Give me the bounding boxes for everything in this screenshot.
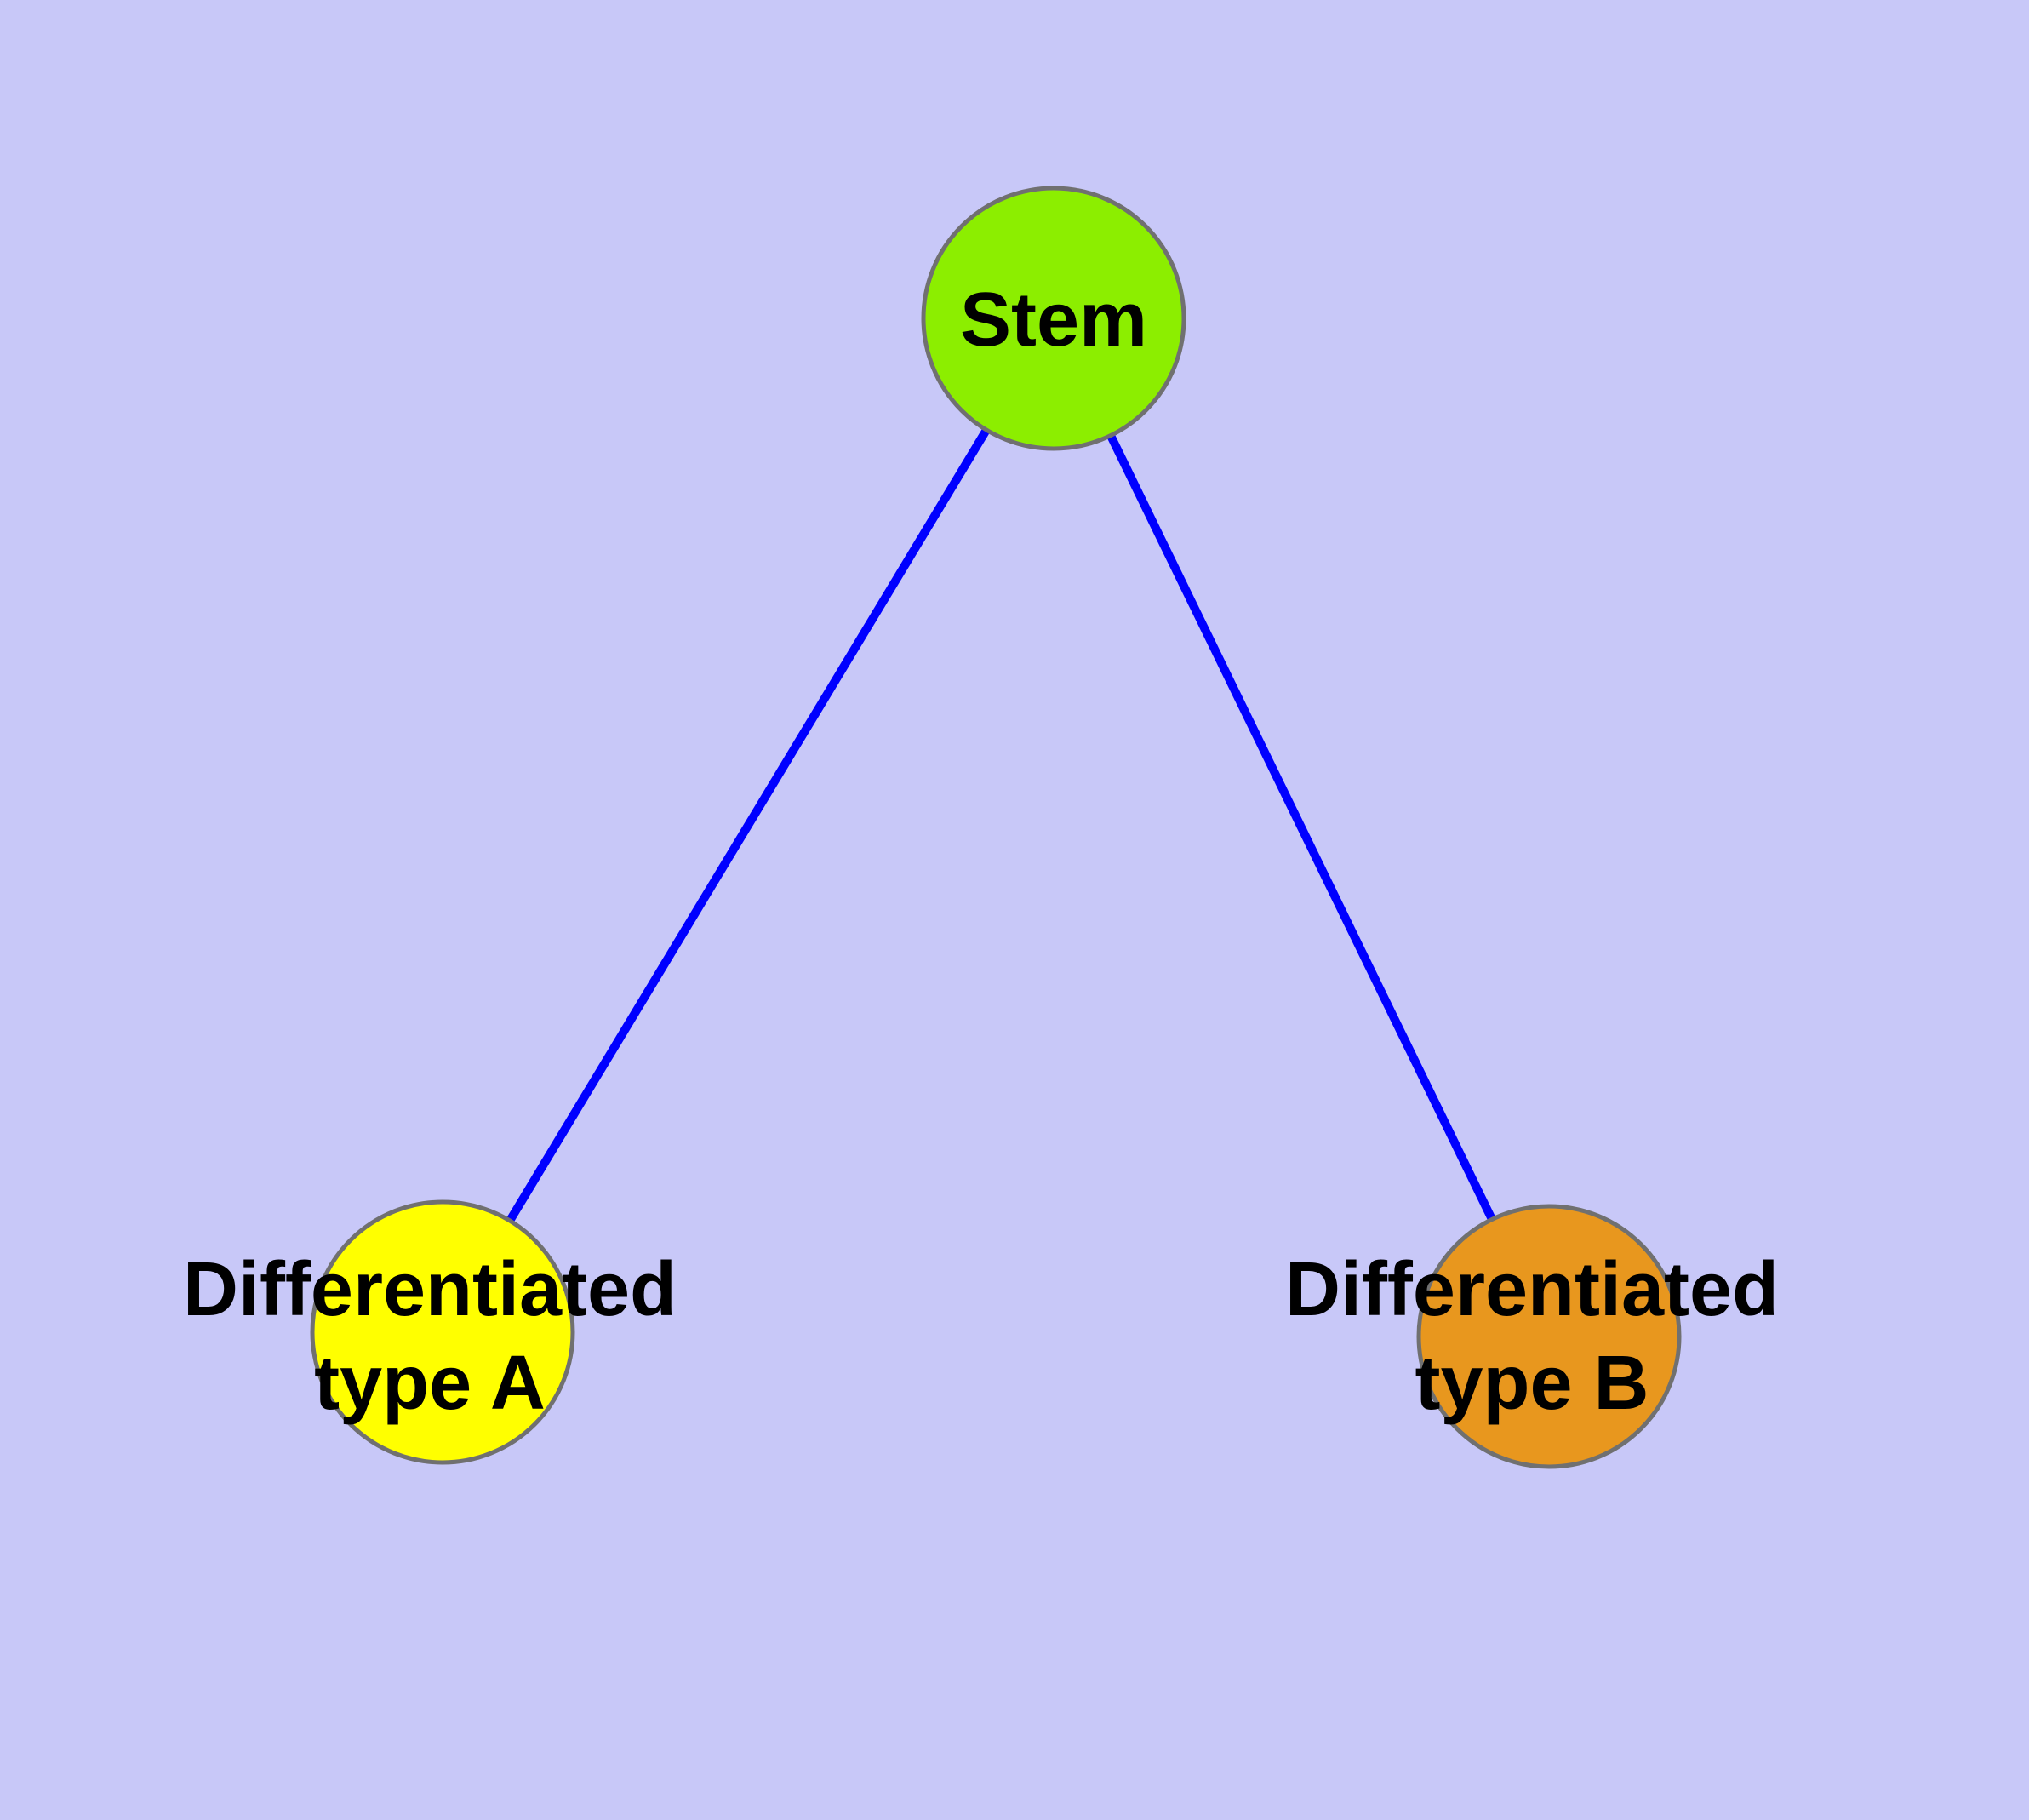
node-stem-label: Stem [960,278,1147,363]
node-typeB-label-line1: Differentiated [1285,1247,1779,1332]
node-typeA [310,1199,575,1465]
edge-stem-to-typeA [438,316,1058,1335]
node-typeB [1416,1204,1682,1469]
node-typeA-label-line2: type A [314,1341,546,1426]
node-typeB-label-line2: type B [1415,1341,1649,1426]
node-stem [921,186,1186,451]
node-typeA-label-line1: Differentiated [183,1247,677,1332]
edge-stem-to-typeB [1049,316,1553,1339]
